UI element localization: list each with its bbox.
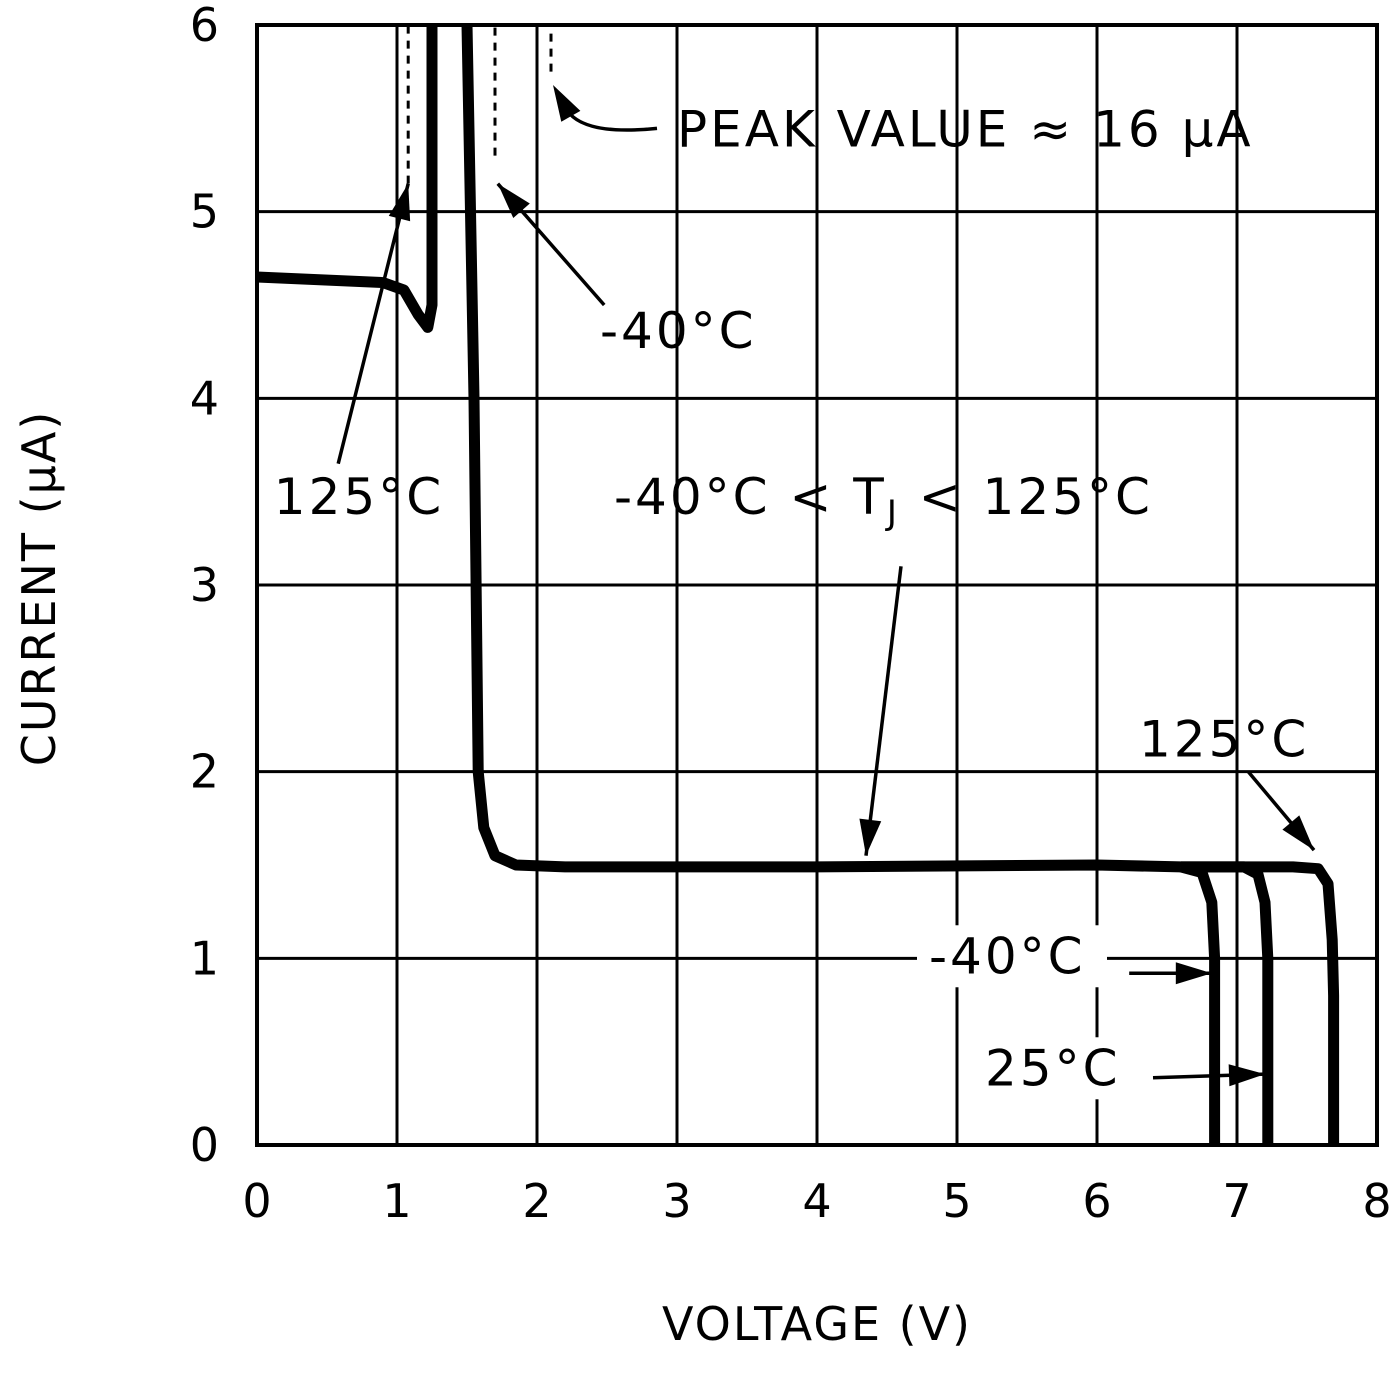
y-tick-label: 3 bbox=[190, 558, 219, 612]
x-tick-label: 3 bbox=[662, 1174, 691, 1228]
x-tick-label: 5 bbox=[942, 1174, 971, 1228]
annotation-label: -40°C bbox=[929, 927, 1086, 985]
annotation-arrowhead bbox=[497, 183, 530, 218]
x-tick-label: 4 bbox=[802, 1174, 831, 1228]
annotation-suffix: < 125°C bbox=[900, 468, 1153, 526]
x-tick-label: 7 bbox=[1222, 1174, 1251, 1228]
annotation-arrowhead bbox=[1228, 1064, 1265, 1087]
annotation-arrowhead bbox=[388, 183, 411, 222]
y-axis-title: CURRENT (μA) bbox=[12, 410, 66, 767]
series-line-4 bbox=[1181, 861, 1340, 1145]
annotation-label: -40°C bbox=[600, 302, 757, 360]
plot-frame bbox=[255, 23, 1379, 1147]
x-tick-labels: 0 1 2 3 4 5 6 7 8 bbox=[242, 1174, 1391, 1228]
annotation-arrow-line bbox=[336, 183, 410, 465]
y-tick-labels: 0 1 2 3 4 5 6 bbox=[190, 0, 219, 1172]
y-tick-label: 5 bbox=[190, 185, 219, 239]
annotation-arrowhead bbox=[1282, 815, 1314, 851]
series-lines bbox=[256, 24, 1340, 1145]
annotation-label-bg bbox=[917, 925, 1107, 988]
x-tick-label: 6 bbox=[1082, 1174, 1111, 1228]
series-line-0 bbox=[256, 25, 438, 333]
series-line-2 bbox=[1179, 861, 1221, 1145]
series-line-3 bbox=[1181, 861, 1274, 1145]
series-line-1 bbox=[461, 24, 1182, 873]
annotation-arrowhead bbox=[1175, 962, 1212, 985]
x-tick-label: 1 bbox=[382, 1174, 411, 1228]
y-tick-label: 4 bbox=[190, 371, 219, 425]
y-tick-label: 6 bbox=[190, 0, 219, 52]
annotation-label: 125°C bbox=[1139, 711, 1309, 769]
annotation-label: 25°C bbox=[985, 1039, 1121, 1097]
grid bbox=[255, 23, 1379, 1147]
x-tick-label: 8 bbox=[1362, 1174, 1391, 1228]
peak-markers bbox=[406, 25, 553, 184]
annotation-label: -40°C < TJ < 125°C bbox=[614, 468, 1153, 533]
annotation-arrow-line bbox=[864, 566, 903, 856]
annotation-label: PEAK VALUE ≈ 16 μA bbox=[677, 100, 1254, 158]
x-axis-title: VOLTAGE (V) bbox=[662, 1297, 972, 1351]
x-tick-label: 2 bbox=[522, 1174, 551, 1228]
annotation-arrowhead bbox=[553, 85, 581, 122]
y-tick-label: 2 bbox=[190, 745, 219, 799]
annotations: PEAK VALUE ≈ 16 μA -40°C 125°C -40°C < TJ <… bbox=[274, 85, 1316, 1100]
y-tick-label: 0 bbox=[190, 1118, 219, 1172]
annotation-label: 125°C bbox=[274, 468, 444, 526]
annotation-arrowhead bbox=[859, 818, 882, 856]
annotation-subscript: J bbox=[885, 493, 900, 533]
x-tick-label: 0 bbox=[242, 1174, 271, 1228]
y-tick-label: 1 bbox=[190, 931, 219, 985]
annotation-label-bg bbox=[973, 1037, 1129, 1100]
annotation-arrow-line bbox=[561, 100, 658, 132]
